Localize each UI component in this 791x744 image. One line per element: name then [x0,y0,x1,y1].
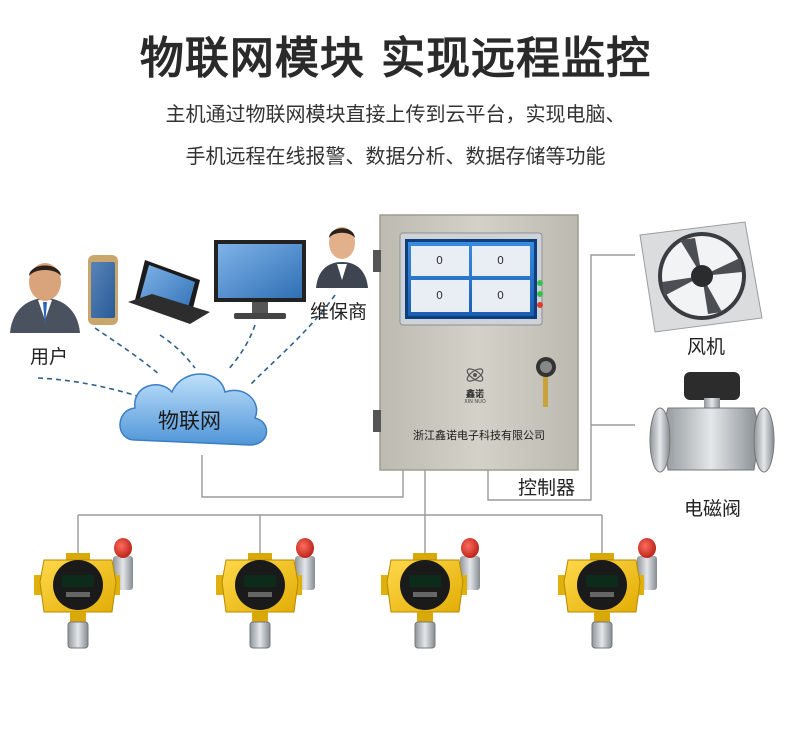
gas-detector-icon [216,538,315,649]
network-links [37,294,336,401]
subtitle-line-2: 手机远程在线报警、数据分析、数据存储等功能 [185,144,606,168]
user-person-icon [10,263,80,333]
controller-cabinet [373,214,579,471]
gas-detector-icon [381,538,480,649]
fan-label: 风机 [687,336,726,358]
fan-icon [639,221,763,333]
wiring [77,254,635,555]
solenoid-valve-icon [649,372,775,473]
laptop-icon [128,260,210,324]
company-name: 浙江鑫诺电子科技有限公司 [413,429,545,442]
brand-name-cn: 鑫诺 [465,390,484,400]
cloud-label: 物联网 [158,409,221,433]
controller-label: 控制器 [518,477,576,499]
screen-reading-1: 0 [436,254,443,267]
monitor-icon [214,240,306,319]
subtitle-line-1: 主机通过物联网模块直接上传到云平台，实现电脑、 [165,102,626,126]
gas-detector-icon [34,538,133,649]
maintainer-label: 维保商 [310,301,368,323]
valve-label: 电磁阀 [684,498,742,520]
brand-name-en: XIN NUO [464,399,486,405]
company-logo [466,368,484,382]
maintainer-person-icon [316,227,368,288]
user-label: 用户 [30,346,69,368]
gas-detector-icon [558,538,657,649]
smartphone-icon [88,255,118,325]
page-title: 物联网模块 实现远程监控 [139,33,652,84]
screen-reading-4: 0 [497,289,504,302]
screen-reading-3: 0 [436,289,443,302]
screen-reading-2: 0 [497,254,504,267]
cloud-icon [119,373,268,446]
